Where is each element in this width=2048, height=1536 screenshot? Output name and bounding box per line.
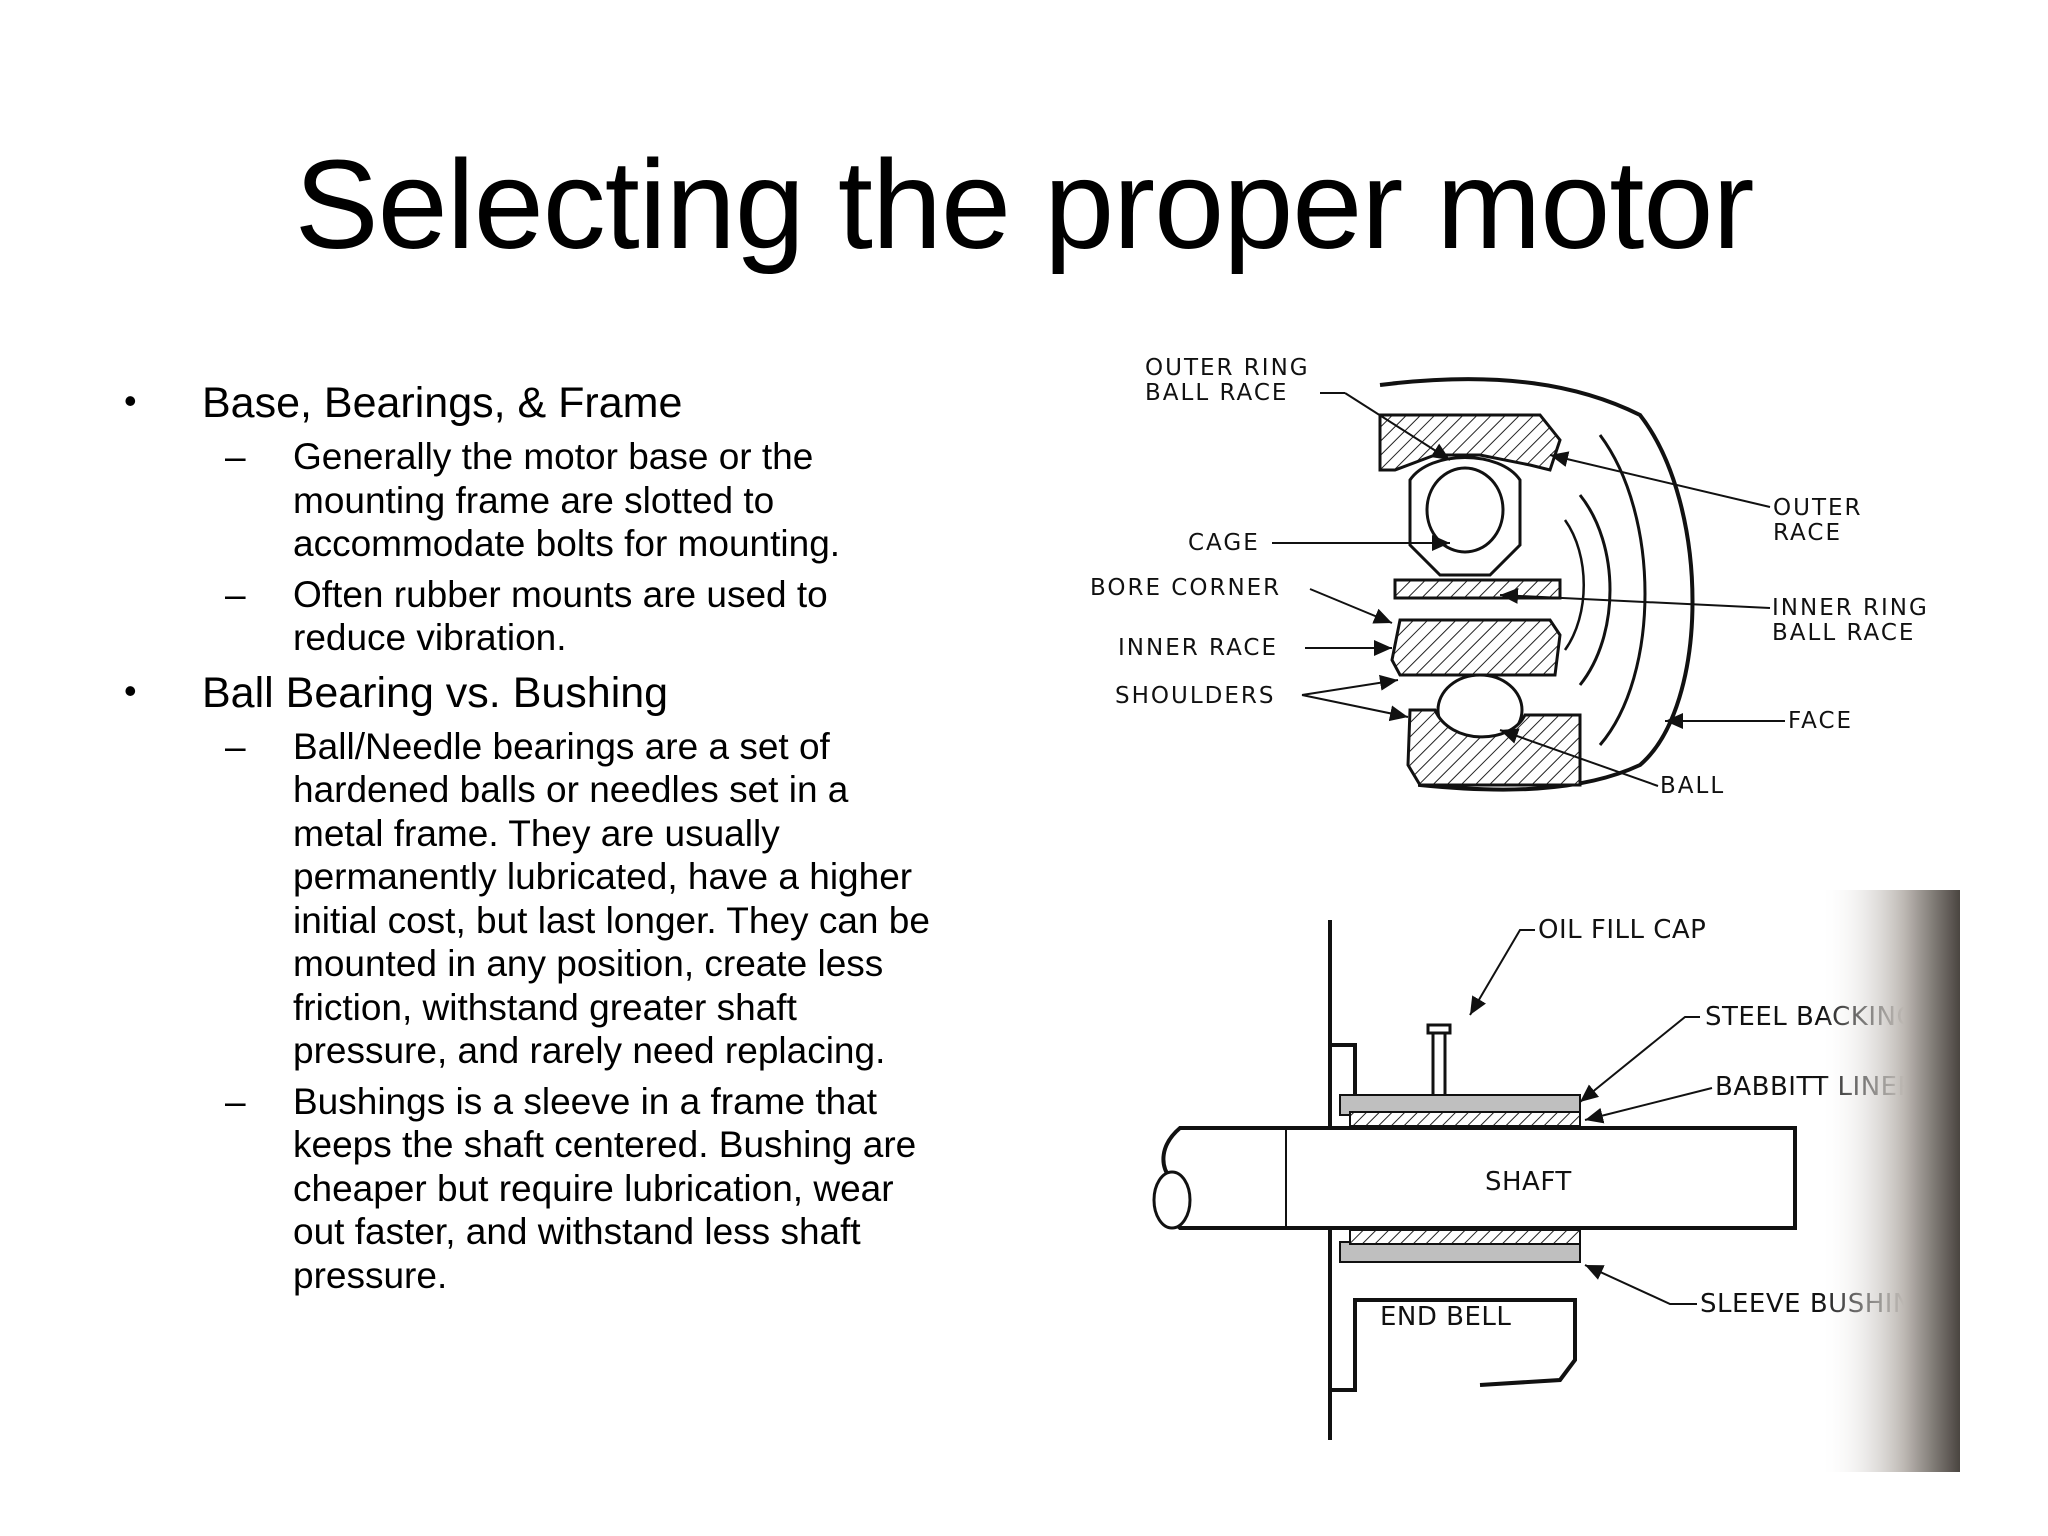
sub-bullet-line: keeps the shaft centered. Bushing are xyxy=(293,1124,917,1165)
sub-bullet-line: mounted in any position, create less xyxy=(293,943,884,984)
label-bore-corner: BORE CORNER xyxy=(1090,575,1281,601)
label-face: FACE xyxy=(1788,708,1853,734)
dash-mark: – xyxy=(225,1080,246,1122)
bearing-inner-ring-curve2 xyxy=(1563,519,1585,651)
bearing-face-ring xyxy=(1598,434,1647,746)
sub-bullet-mounting: – Generally the motor base or the mounti… xyxy=(120,435,1020,566)
label-outer: OUTER xyxy=(1773,495,1863,521)
shaft xyxy=(1283,1126,1797,1230)
bullet-mark: • xyxy=(124,380,137,421)
oil-fill-cap xyxy=(1426,1023,1452,1035)
sub-bullet-line: hardened balls or needles set in a xyxy=(293,769,849,810)
sub-bullet-line: Bushings is a sleeve in a frame that xyxy=(293,1080,878,1122)
outer-ring-section-top xyxy=(1378,413,1562,472)
sub-bullet-line: Generally the motor base or the xyxy=(293,436,814,477)
sub-bullet-bushings: – Bushings is a sleeve in a frame that k… xyxy=(120,1080,1020,1298)
inner-ring-top-band xyxy=(1393,578,1562,600)
ball-top xyxy=(1425,466,1505,554)
label-outer-ring-ball-race: BALL RACE xyxy=(1145,380,1288,406)
slide-title: Selecting the proper motor xyxy=(294,134,1755,275)
ball-bearing-diagram: OUTER RING BALL RACE CAGE BORE CORNER IN… xyxy=(1090,355,1929,799)
sub-bullet-line: Ball/Needle bearings are a set of xyxy=(293,725,830,767)
bearing-inner-ring-curve xyxy=(1578,494,1612,686)
sub-bullet-line: friction, withstand greater shaft xyxy=(293,986,797,1028)
label-shoulders: SHOULDERS xyxy=(1115,683,1275,709)
sub-bullet-line: Often rubber mounts are used to xyxy=(293,573,828,615)
end-bell-lower xyxy=(1328,1298,1577,1440)
inner-race-section xyxy=(1390,618,1562,677)
label-end-bell: END BELL xyxy=(1380,1302,1511,1332)
babbitt-liner-top xyxy=(1349,1111,1581,1127)
sleeve-bushing-diagram: OIL FILL CAP STEEL BACKING BABBITT LINER… xyxy=(1152,890,1960,1472)
label-outer-race: RACE xyxy=(1773,520,1842,546)
bullet-mark: • xyxy=(124,669,137,711)
sub-bullet-ball-needle: – Ball/Needle bearings are a set of hard… xyxy=(120,725,1020,1073)
bullet-list: • Base, Bearings, & Frame – Generally th… xyxy=(120,370,1020,1297)
sub-bullet-line: mounting frame are slotted to xyxy=(293,479,775,521)
sub-bullet-line: metal frame. They are usually xyxy=(293,812,780,854)
sub-bullet-line: out faster, and withstand less shaft xyxy=(293,1211,861,1252)
scan-page-edge xyxy=(1820,890,1960,1472)
bullet-base-bearings-frame: • Base, Bearings, & Frame xyxy=(120,378,1020,428)
bullet-heading: Ball Bearing vs. Bushing xyxy=(202,668,669,717)
sub-bullet-line: pressure, and rarely need replacing. xyxy=(293,1030,886,1071)
sub-bullet-line: cheaper but require lubrication, wear xyxy=(293,1167,894,1209)
label-shaft: SHAFT xyxy=(1485,1167,1572,1197)
label-inner-race: INNER RACE xyxy=(1118,635,1278,661)
bullet-heading: Base, Bearings, & Frame xyxy=(202,379,683,427)
label-outer-ring: OUTER RING xyxy=(1145,355,1310,381)
sub-bullet-line: initial cost, but last longer. They can … xyxy=(293,899,930,941)
dash-mark: – xyxy=(225,725,246,767)
babbitt-liner-bottom xyxy=(1349,1229,1581,1245)
label-inner-ring: INNER RING xyxy=(1772,595,1929,621)
label-inner-ring-ball-race: BALL RACE xyxy=(1772,620,1915,646)
shaft-end xyxy=(1152,1170,1192,1230)
label-oil-fill-cap: OIL FILL CAP xyxy=(1538,915,1706,945)
label-ball: BALL xyxy=(1660,773,1725,799)
sub-bullet-line: accommodate bolts for mounting. xyxy=(293,523,841,564)
dash-mark: – xyxy=(225,573,246,615)
bullet-ball-bearing-vs-bushing: • Ball Bearing vs. Bushing xyxy=(120,668,1020,718)
sub-bullet-rubber-mounts: – Often rubber mounts are used to reduce… xyxy=(120,573,1020,660)
outer-ring-section-bottom xyxy=(1406,708,1582,787)
sub-bullet-line: pressure. xyxy=(293,1254,448,1296)
bearing-outer-shell xyxy=(1379,377,1695,792)
sub-bullet-line: permanently lubricated, have a higher xyxy=(293,856,913,897)
label-cage: CAGE xyxy=(1188,530,1260,556)
dash-mark: – xyxy=(225,436,246,477)
sub-bullet-line: reduce vibration. xyxy=(293,617,567,658)
